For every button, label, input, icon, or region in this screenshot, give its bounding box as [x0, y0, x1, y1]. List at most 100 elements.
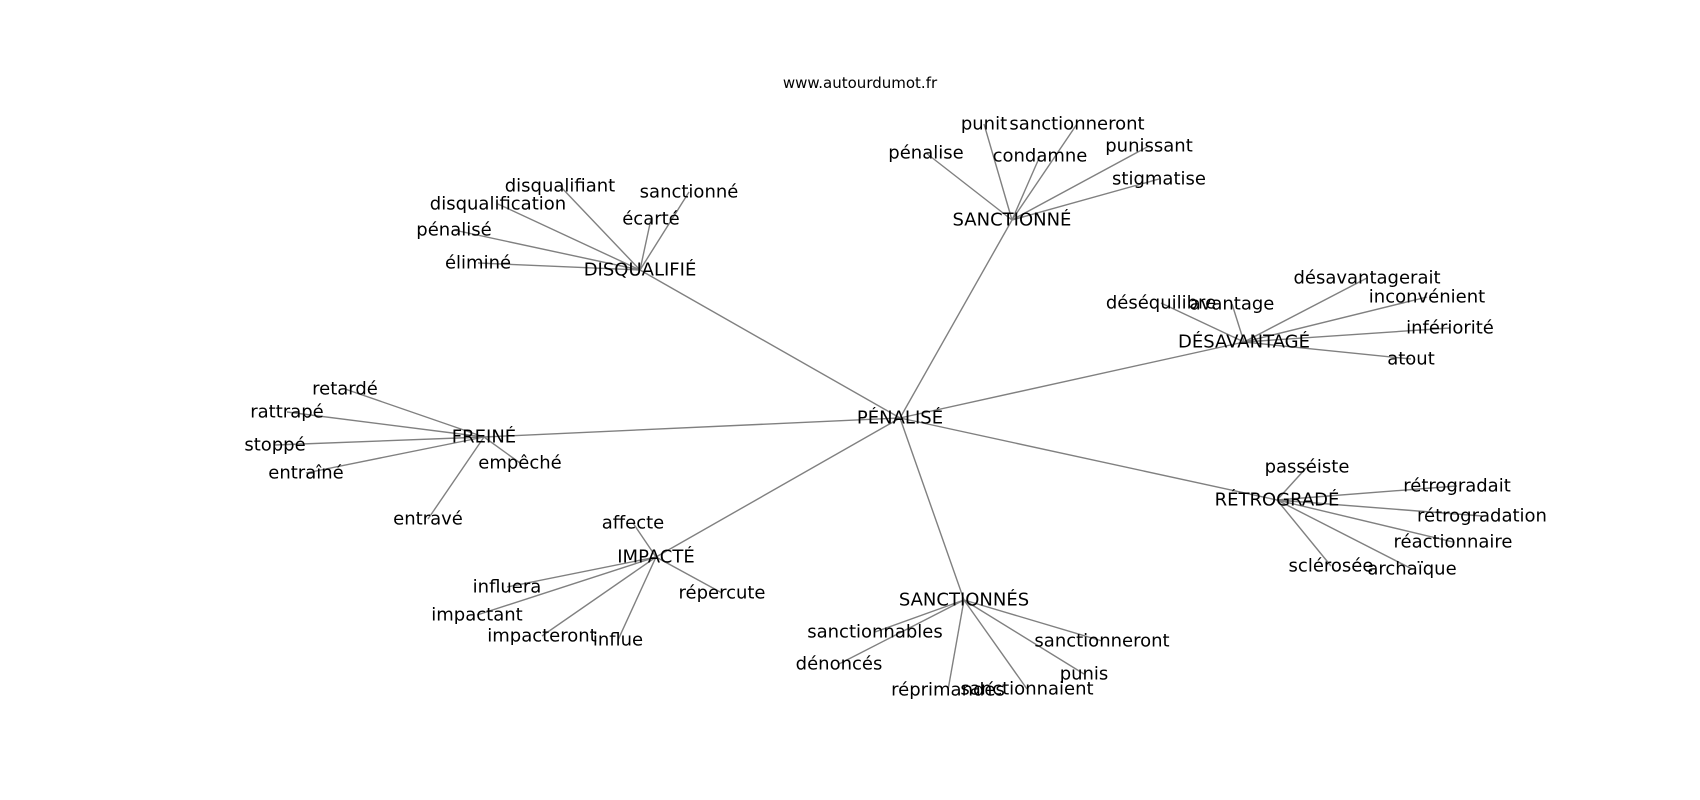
leaf-word: inconvénient — [1369, 287, 1485, 308]
edge-hub-leaf — [453, 229, 641, 271]
leaf-word: écarté — [622, 209, 680, 230]
edge-root-hub — [639, 269, 901, 419]
leaf-word: pénalisé — [416, 220, 491, 241]
edge-hub-leaf — [838, 599, 965, 665]
hub-word: DÉSAVANTAGÉ — [1178, 331, 1310, 353]
edge-root-hub — [899, 219, 1013, 419]
hub-word: DISQUALIFIÉ — [584, 259, 697, 281]
edge-hub-leaf — [1276, 466, 1308, 501]
leaf-word: sanctionnaient — [960, 679, 1093, 700]
graph-edges — [274, 123, 1483, 691]
edge-hub-leaf — [1011, 145, 1150, 221]
leaf-word: avantage — [1190, 294, 1275, 315]
edge-hub-leaf — [1243, 327, 1451, 343]
leaf-word: stoppé — [244, 435, 305, 456]
edge-hub-leaf — [655, 556, 723, 594]
edge-hub-leaf — [476, 556, 657, 616]
edge-hub-leaf — [874, 599, 965, 633]
leaf-word: punis — [1060, 664, 1109, 685]
edge-hub-leaf — [344, 388, 485, 438]
edge-hub-leaf — [1243, 296, 1428, 343]
edge-hub-leaf — [559, 185, 641, 271]
leaf-word: infériorité — [1406, 318, 1494, 339]
leaf-word: stigmatise — [1112, 169, 1206, 190]
leaf-word: retardé — [312, 379, 378, 400]
leaf-word: impactant — [431, 605, 522, 626]
hub-word: IMPACTÉ — [617, 546, 694, 568]
leaf-word: sanctionnables — [807, 622, 943, 643]
edge-hub-leaf — [1011, 178, 1160, 221]
leaf-word: rattrapé — [250, 402, 323, 423]
leaf-word: sanctionné — [640, 182, 739, 203]
edge-hub-leaf — [1276, 485, 1458, 501]
leaf-word: atout — [1387, 349, 1435, 370]
leaf-word: entravé — [393, 509, 463, 530]
leaf-word: influera — [473, 577, 542, 598]
edge-hub-leaf — [639, 191, 690, 271]
leaf-word: punit — [961, 114, 1007, 135]
leaf-word: pénalise — [888, 143, 963, 164]
leaf-word: dénoncés — [796, 654, 883, 675]
leaf-word: influe — [593, 630, 643, 651]
hub-word: FREINÉ — [452, 426, 516, 448]
edge-root-hub — [899, 417, 1278, 501]
edge-root-hub — [899, 417, 965, 601]
leaf-word: sanctionneront — [1009, 114, 1144, 135]
leaf-word: sanctionneront — [1034, 631, 1169, 652]
edge-hub-leaf — [1011, 155, 1041, 221]
edge-hub-leaf — [925, 152, 1013, 221]
leaf-word: réprimandés — [891, 680, 1005, 701]
leaf-word: affecte — [602, 513, 665, 534]
edge-hub-leaf — [632, 522, 657, 558]
edge-hub-leaf — [983, 123, 1013, 221]
edge-hub-leaf — [1276, 499, 1332, 567]
edge-hub-leaf — [506, 556, 657, 588]
leaf-word: rétrogradation — [1417, 506, 1547, 527]
edge-root-hub — [483, 417, 901, 438]
leaf-word: passéiste — [1265, 457, 1350, 478]
edge-hub-leaf — [1231, 303, 1245, 343]
edge-hub-leaf — [1276, 499, 1454, 543]
edge-hub-leaf — [541, 556, 657, 637]
leaf-word: punissant — [1105, 136, 1193, 157]
leaf-word: déséquilibre — [1106, 293, 1216, 314]
leaf-word: rétrogradait — [1403, 476, 1511, 497]
edge-hub-leaf — [963, 599, 1028, 690]
edge-hub-leaf — [477, 262, 641, 271]
edge-hub-leaf — [305, 436, 485, 474]
leaf-word: impacteront — [487, 626, 597, 647]
leaf-word: condamne — [993, 146, 1088, 167]
leaf-word: sclérosée — [1289, 556, 1374, 577]
edge-hub-leaf — [963, 599, 1103, 642]
edge-hub-leaf — [1243, 277, 1368, 343]
edge-hub-leaf — [1011, 123, 1078, 221]
edge-hub-leaf — [483, 436, 521, 464]
edge-hub-leaf — [639, 218, 652, 271]
root-word: PÉNALISÉ — [857, 407, 943, 429]
leaf-word: archaïque — [1367, 559, 1456, 580]
edge-hub-leaf — [963, 599, 1085, 675]
leaf-word: entraîné — [268, 463, 343, 484]
edge-hub-leaf — [1276, 499, 1413, 570]
edge-hub-leaf — [947, 599, 965, 691]
leaf-word: disqualification — [430, 194, 566, 215]
leaf-word: éliminé — [445, 253, 511, 274]
edge-root-hub — [655, 417, 901, 558]
leaf-word: réactionnaire — [1393, 532, 1512, 553]
leaf-word: empêché — [478, 453, 562, 474]
edge-hub-leaf — [427, 436, 485, 520]
edge-hub-leaf — [497, 203, 641, 271]
edge-hub-leaf — [286, 411, 485, 438]
leaf-word: répercute — [678, 583, 765, 604]
edge-root-hub — [899, 341, 1245, 419]
site-watermark: www.autourdumot.fr — [783, 74, 938, 92]
hub-word: RÉTROGRADÉ — [1215, 489, 1340, 511]
edge-hub-leaf — [1243, 341, 1412, 360]
leaf-word: désavantagerait — [1293, 268, 1440, 289]
edge-hub-leaf — [274, 436, 485, 446]
hub-word: SANCTIONNÉS — [899, 589, 1029, 611]
hub-word: SANCTIONNÉ — [953, 209, 1072, 231]
edge-hub-leaf — [1276, 499, 1483, 517]
